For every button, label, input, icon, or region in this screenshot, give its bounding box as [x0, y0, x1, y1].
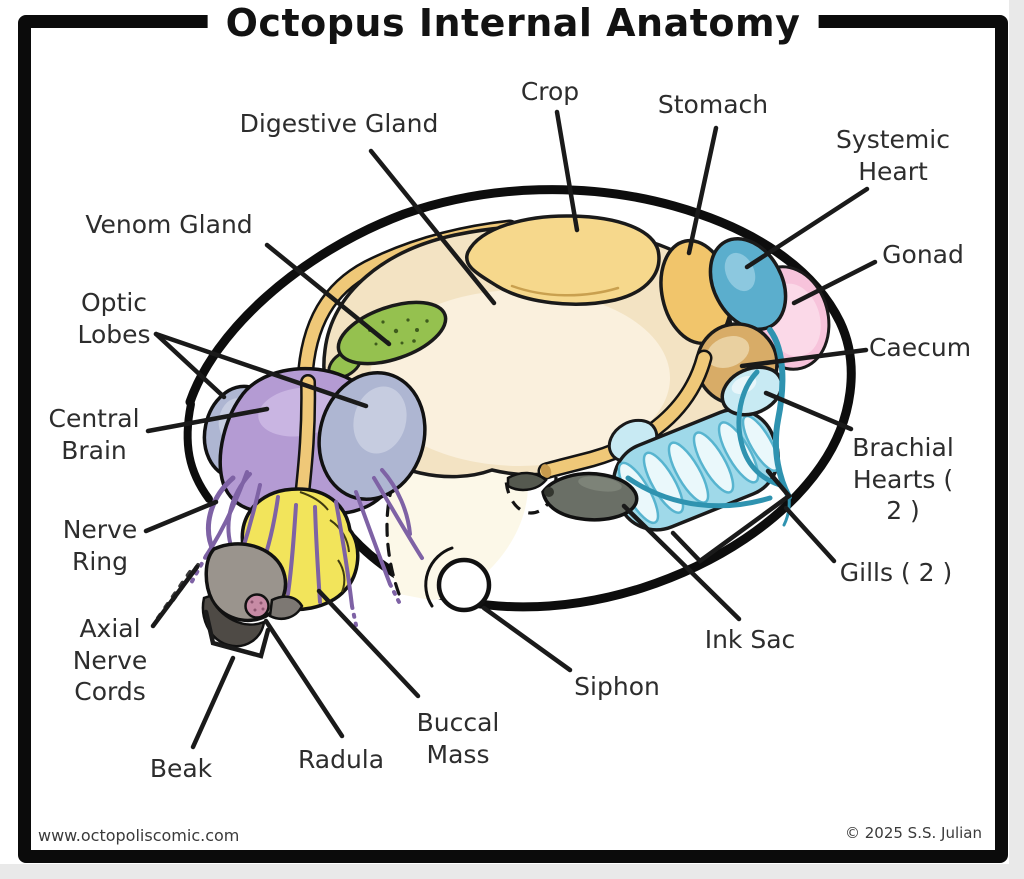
radula-dots — [250, 600, 265, 612]
label-radula: Radula — [297, 745, 385, 774]
leader-venom-gland — [264, 242, 392, 347]
label-caecum: Caecum — [868, 333, 972, 362]
leader-digestive-gland — [368, 148, 497, 306]
bracket-beak — [203, 609, 271, 659]
venom-gland-group — [327, 300, 448, 380]
nerve-strand-dotted — [350, 604, 358, 627]
venom-gland-shape — [336, 300, 448, 366]
label-brachial-hearts: Brachial Hearts ( 2 ) — [852, 433, 954, 525]
nerve-strand — [286, 503, 298, 596]
leader-central-brain — [145, 406, 270, 434]
nerve-strand-dotted — [388, 582, 402, 606]
label-buccal-mass: Buccal Mass — [416, 708, 500, 769]
nerve-strand — [380, 468, 412, 536]
nerve-strand — [204, 470, 249, 558]
vessel-loop — [736, 369, 783, 488]
leader-siphon — [481, 605, 573, 673]
nerve-strand — [354, 490, 392, 586]
systemic-heart-highlight — [724, 252, 756, 292]
footer-website: www.octopoliscomic.com — [38, 826, 240, 845]
leader-buccal-mass — [316, 588, 421, 699]
crop-shape — [465, 214, 661, 306]
siphon-shape — [436, 557, 492, 613]
leader-crop — [554, 109, 580, 233]
leader-optic-lobe-right — [153, 331, 369, 409]
radula-shape — [244, 593, 270, 619]
buccal-mass-wrinkle — [299, 491, 329, 511]
nerve-strand-dotted — [188, 554, 208, 587]
leader-beak — [190, 655, 236, 750]
nerve-strand — [372, 476, 424, 560]
bracket-gills — [670, 468, 793, 564]
label-venom-gland: Venom Gland — [85, 210, 253, 239]
vessel-main — [767, 327, 792, 500]
label-central-brain: Central Brain — [48, 404, 140, 465]
gill-filament — [667, 441, 710, 504]
leader-systemic-heart — [744, 186, 870, 270]
gill-filament — [717, 421, 760, 484]
nerve-strand — [334, 500, 354, 608]
siphon-lip — [424, 546, 454, 608]
label-siphon: Siphon — [574, 672, 660, 701]
page-title: Octopus Internal Anatomy — [207, 1, 819, 45]
gill-filament — [692, 431, 735, 494]
label-nerve-ring: Nerve Ring — [62, 515, 138, 576]
optic-lobe-right-highlight — [353, 386, 407, 454]
label-gonad: Gonad — [882, 240, 964, 269]
label-stomach: Stomach — [657, 90, 769, 119]
label-ink-sac: Ink Sac — [704, 625, 796, 654]
label-optic-lobes: Optic Lobes — [77, 288, 151, 349]
ink-sac-opening — [544, 487, 554, 497]
label-axial-nerve-cords: Axial Nerve Cords — [72, 614, 148, 706]
gills-group — [611, 407, 780, 532]
leader-optic-lobe-left — [153, 331, 227, 400]
nerve-strands-group — [188, 468, 424, 627]
leader-radula — [263, 618, 345, 739]
footer-copyright: © 2025 S.S. Julian — [844, 824, 982, 842]
leader-nerve-ring — [143, 499, 219, 534]
intestine-end-cap — [540, 464, 552, 478]
beak-flap — [268, 595, 304, 620]
crop-shading — [510, 284, 620, 297]
leader-lines — [143, 109, 878, 750]
leader-brachial-hearts — [763, 390, 854, 432]
leader-ink-sac — [621, 503, 742, 622]
leader-gills — [783, 505, 837, 564]
vessel-gill-base — [625, 475, 773, 509]
digestive-gland-highlight — [370, 290, 670, 466]
leader-stomach — [686, 125, 719, 256]
label-crop: Crop — [520, 77, 580, 106]
leader-axial-nerve-cords — [150, 564, 200, 629]
label-systemic-heart: Systemic Heart — [836, 125, 950, 186]
label-beak: Beak — [149, 754, 213, 783]
label-gills: Gills ( 2 ) — [839, 558, 953, 587]
label-digestive-gland: Digestive Gland — [239, 109, 439, 138]
buccal-mass-wrinkle — [337, 559, 346, 593]
beak-lower-shape — [201, 594, 266, 648]
caecum-highlight — [706, 336, 750, 368]
ink-duct — [506, 471, 548, 492]
ink-sac-highlight — [578, 476, 622, 492]
leader-caecum — [739, 347, 869, 369]
leader-gonad — [791, 259, 878, 306]
head-neck-outline — [183, 400, 213, 503]
